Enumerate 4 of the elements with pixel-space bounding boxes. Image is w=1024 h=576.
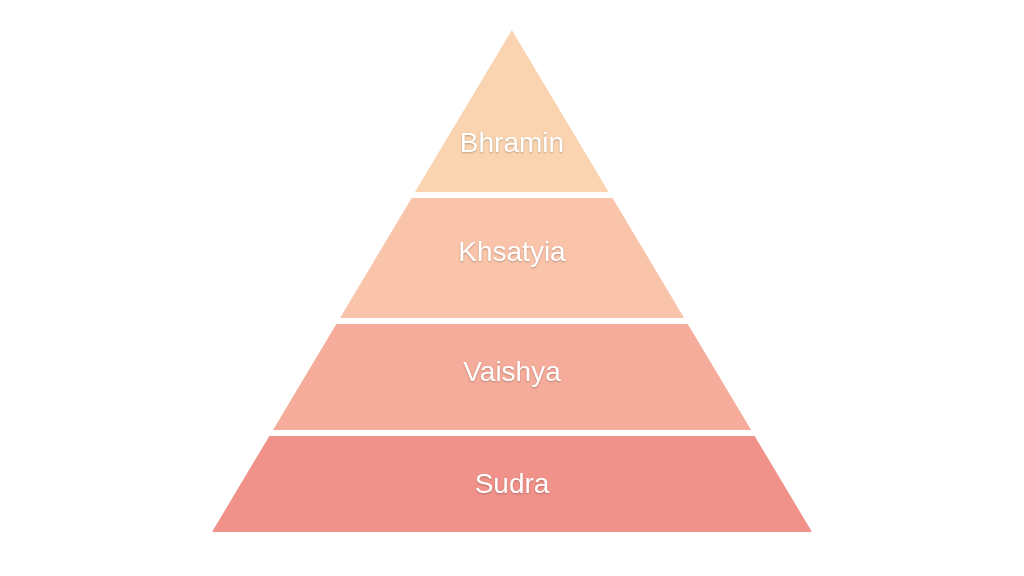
tier-label: Sudra: [474, 468, 550, 500]
tier-label: Bhramin: [459, 127, 565, 160]
tier-label: Vaishya: [463, 355, 561, 388]
tier-label: Khsatyia: [458, 236, 566, 268]
